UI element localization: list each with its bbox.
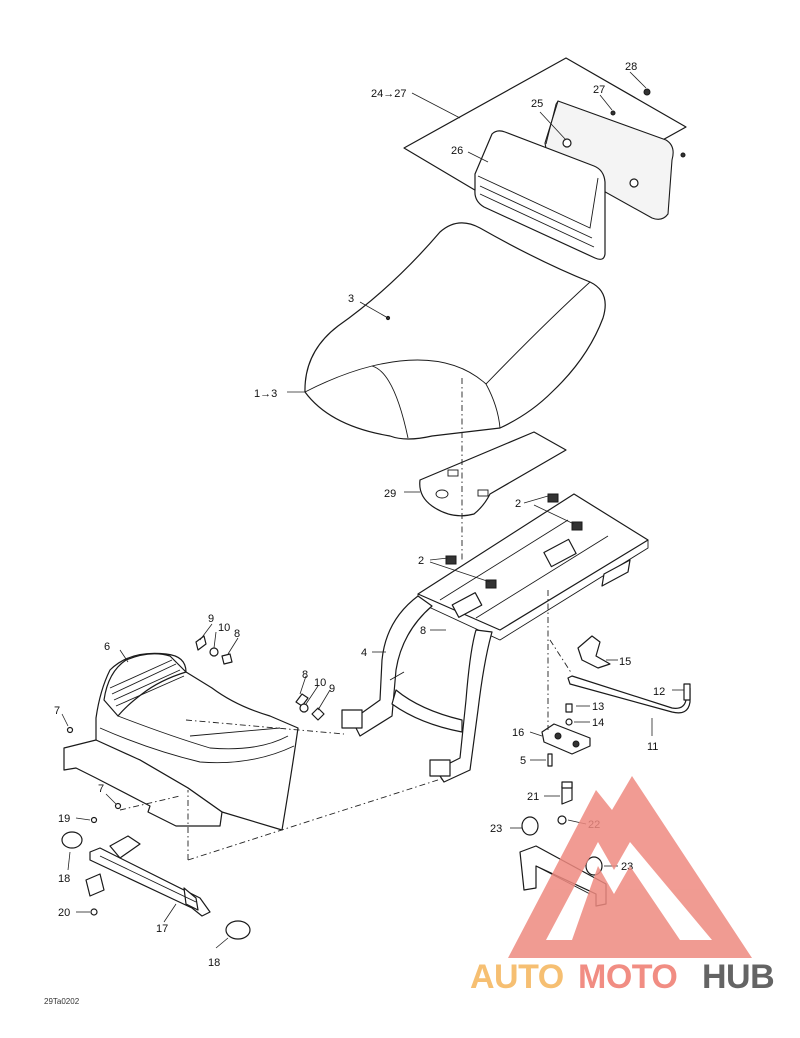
callout-16: 16 <box>512 727 524 739</box>
floor-plate <box>63 739 223 827</box>
callout-labels: 24→27 28 27 25 26 3 1→3 29 2 2 4 8 9 10 … <box>44 61 665 1006</box>
watermark-text-auto: AUTO <box>470 958 564 996</box>
callout-15: 15 <box>619 656 631 668</box>
callout-23-left: 23 <box>490 823 502 835</box>
callout-4: 4 <box>361 647 367 659</box>
watermark: AUTO MOTO HUB <box>470 776 775 996</box>
watermark-text-moto: MOTO <box>578 958 677 996</box>
callout-21: 21 <box>527 791 539 803</box>
callout-18-right: 18 <box>208 957 220 969</box>
plate-screw-left <box>562 138 572 148</box>
backrest-kit <box>403 57 687 260</box>
frame-tube-right <box>435 629 493 783</box>
callout-7-lower: 7 <box>98 783 104 795</box>
callout-17: 17 <box>156 923 168 935</box>
bumper-23a <box>521 816 539 836</box>
pin-12 <box>683 683 691 701</box>
callout-12: 12 <box>653 686 665 698</box>
latch-rod-11 <box>567 675 691 714</box>
backrest-plate <box>544 100 674 220</box>
reference-code: 29Ta0202 <box>44 997 80 1006</box>
plate-nut-right <box>680 152 686 158</box>
callout-9-cowl: 9 <box>208 613 214 625</box>
grommet-18b <box>225 920 251 940</box>
callout-27: 27 <box>593 84 605 96</box>
seat-pan <box>419 431 567 517</box>
frame-tube-left <box>351 595 433 737</box>
plate-nut-top <box>610 110 616 116</box>
backrest-pad <box>474 130 606 260</box>
callout-10-cowl: 10 <box>218 622 230 634</box>
callout-19: 19 <box>58 813 70 825</box>
callout-28: 28 <box>625 61 637 73</box>
callout-24-27: 24→27 <box>371 88 406 100</box>
watermark-triangle-logo <box>508 776 752 958</box>
nut-28 <box>643 88 651 96</box>
seat-cover <box>304 222 606 440</box>
callout-26: 26 <box>451 145 463 157</box>
callout-14: 14 <box>592 717 604 729</box>
latch-16 <box>541 723 591 755</box>
callout-3: 3 <box>348 293 354 305</box>
watermark-text-hub: HUB <box>702 958 774 996</box>
callout-25: 25 <box>531 98 543 110</box>
callout-6: 6 <box>104 641 110 653</box>
callout-1-3: 1→3 <box>254 388 277 400</box>
callout-2-top: 2 <box>515 498 521 510</box>
seat-frame <box>341 493 649 783</box>
callout-2-mid: 2 <box>418 555 424 567</box>
callout-5: 5 <box>520 755 526 767</box>
callout-8-side: 8 <box>302 669 308 681</box>
callout-11: 11 <box>647 741 658 753</box>
callout-9-side: 9 <box>329 683 335 695</box>
plate-screw-right <box>629 178 639 188</box>
callout-10-side: 10 <box>314 677 326 689</box>
callout-7-left: 7 <box>54 705 60 717</box>
leader-lines <box>61 71 684 949</box>
seat-base-pad <box>419 431 567 517</box>
callout-13: 13 <box>592 701 604 713</box>
callout-8-frame: 8 <box>420 625 426 637</box>
callout-29: 29 <box>384 488 396 500</box>
callout-18-left: 18 <box>58 873 70 885</box>
callout-20: 20 <box>58 907 70 919</box>
front-bracket <box>61 816 251 940</box>
grommet-18a <box>61 831 83 849</box>
latch-bracket-15 <box>577 635 611 669</box>
bracket-rail <box>89 847 211 917</box>
front-cowl <box>63 635 325 831</box>
rear-latch-linkage <box>541 590 691 767</box>
seat-assembly <box>304 222 606 440</box>
callout-8-cowl: 8 <box>234 628 240 640</box>
